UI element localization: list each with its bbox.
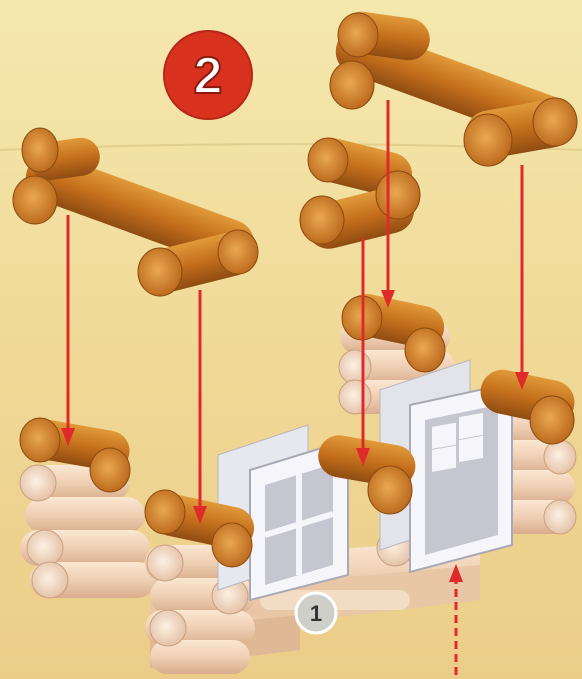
sub-step-number: 1 [310,601,322,626]
step-number-badge: 2 [164,31,252,119]
sub-step-badge: 1 [296,593,336,633]
step-number: 2 [194,47,223,105]
